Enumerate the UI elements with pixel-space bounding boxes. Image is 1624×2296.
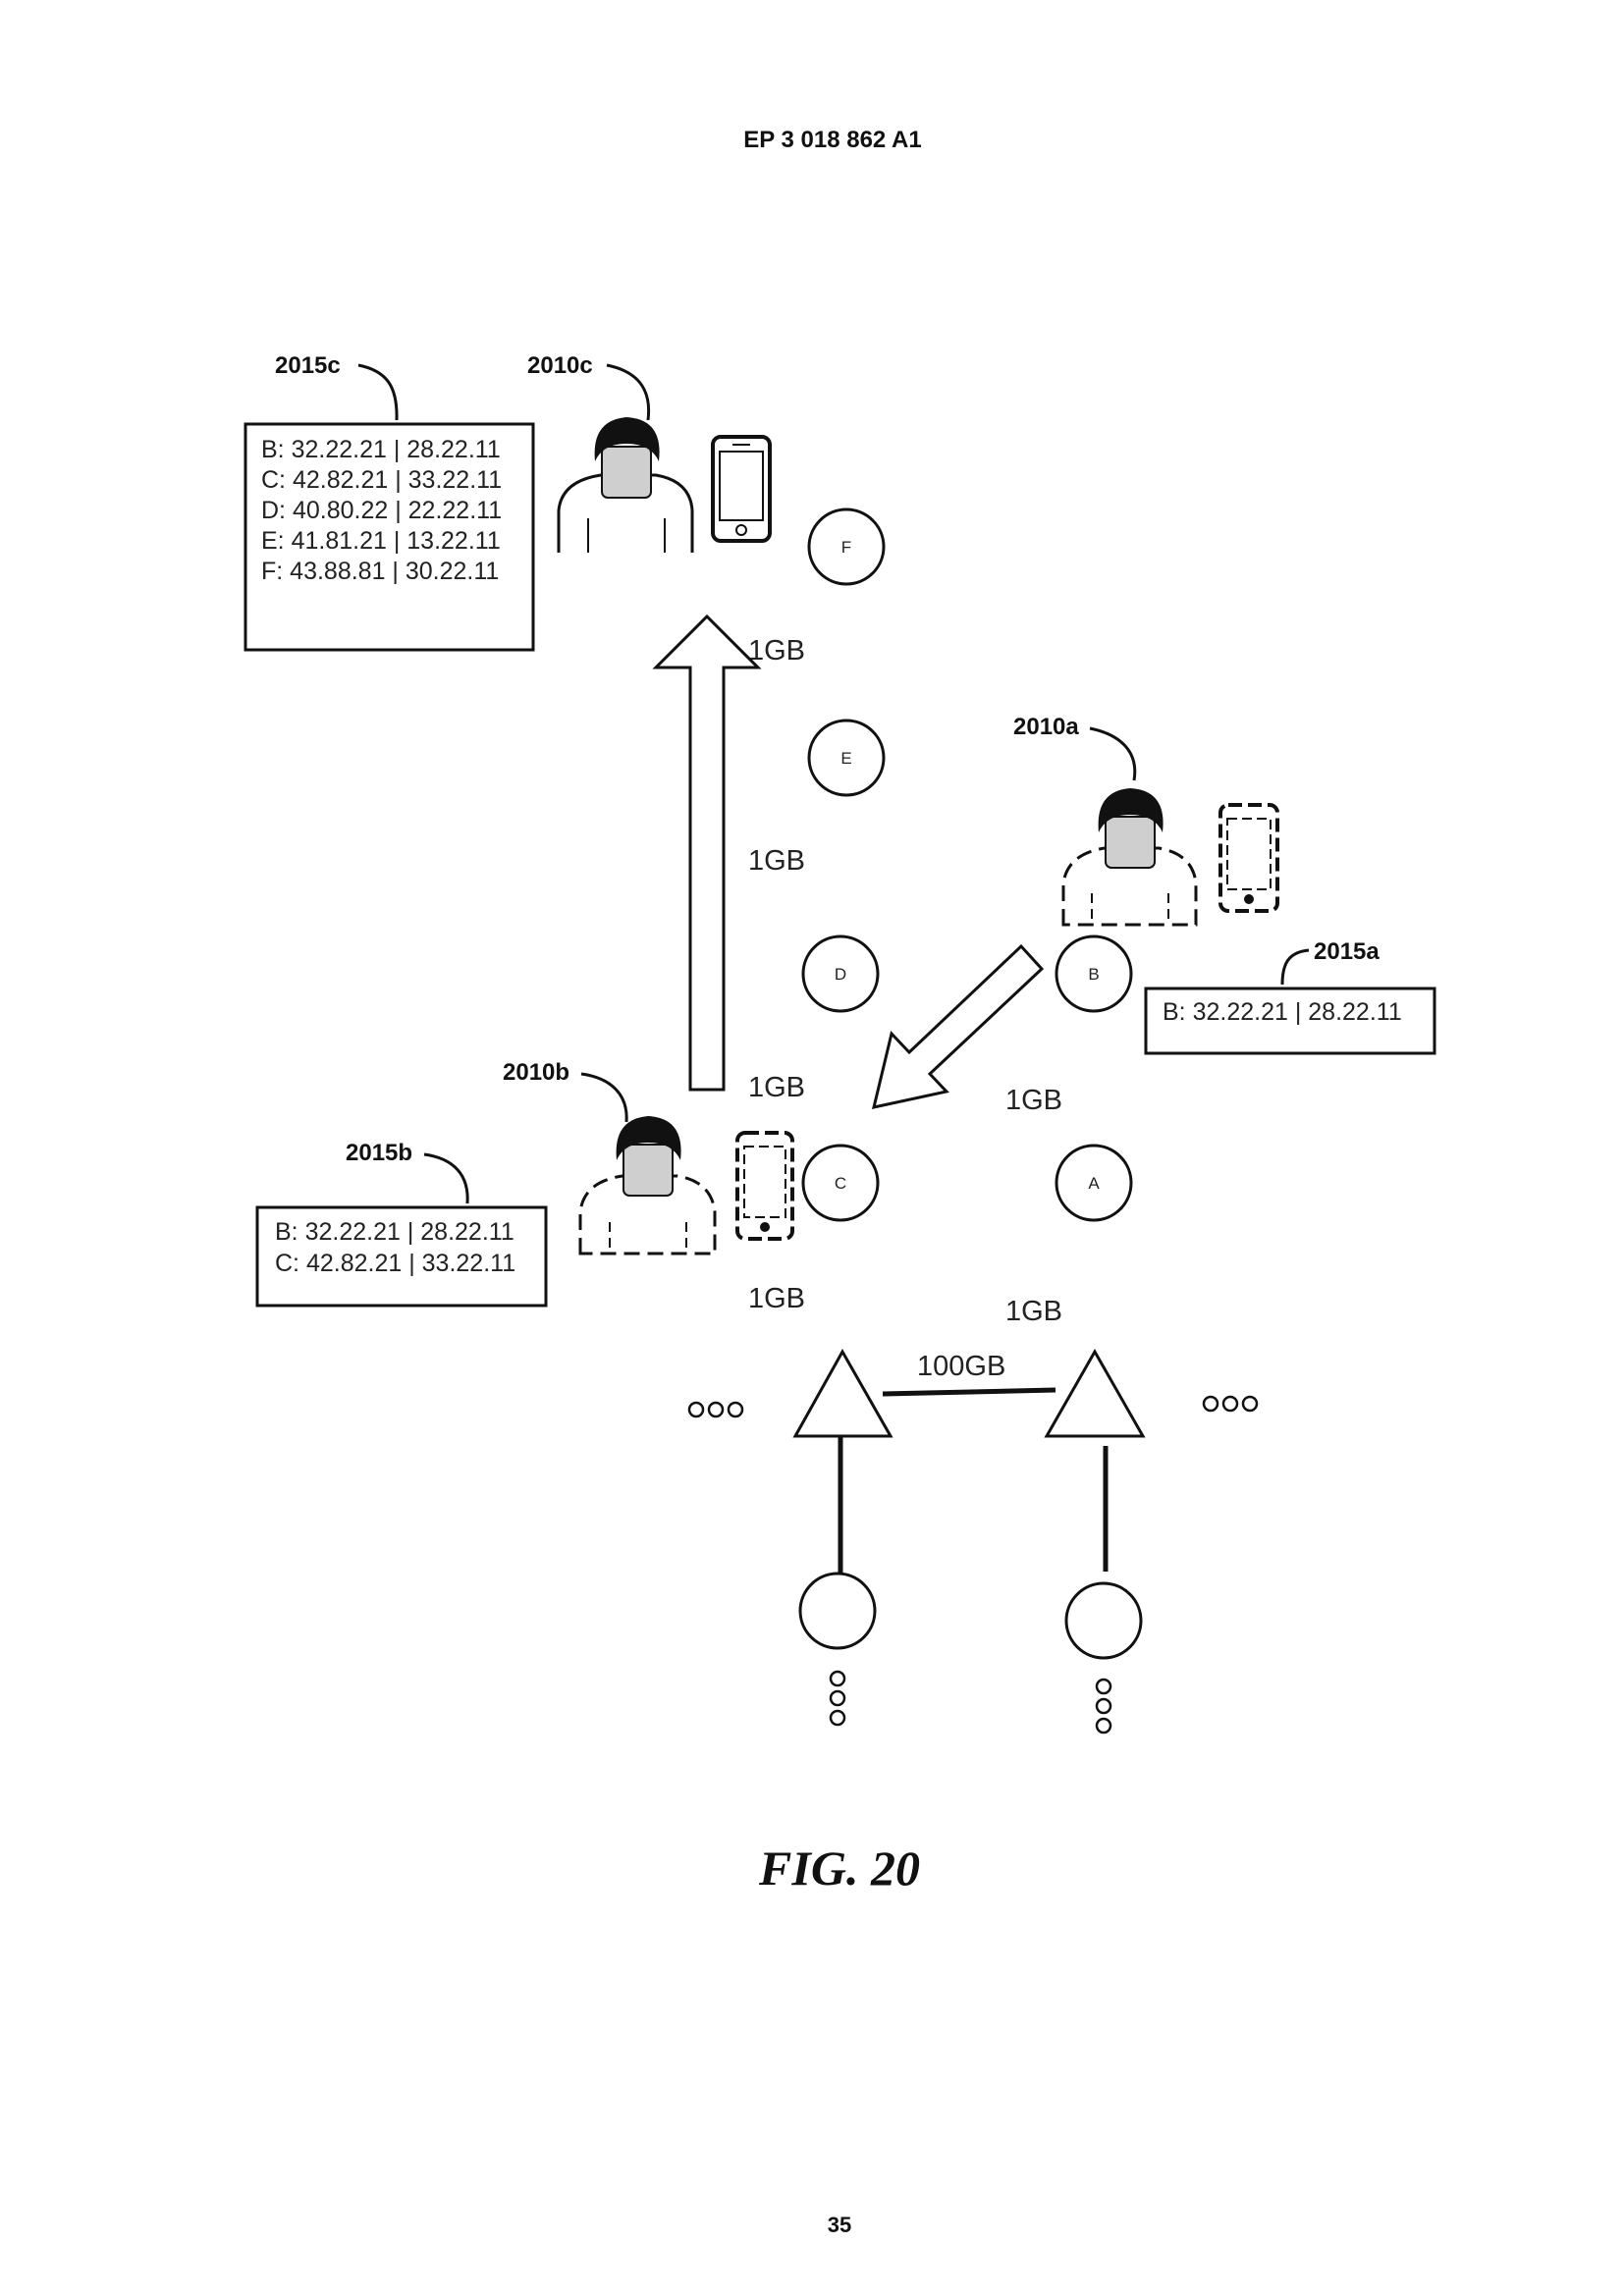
table-2015b-row: B: 32.22.21 | 28.22.11 [275, 1218, 514, 1246]
ref-label-2015b: 2015b [346, 1140, 412, 1166]
ellipsis-right [1202, 1395, 1259, 1413]
table-2015c-row: D: 40.80.22 | 22.22.11 [261, 497, 502, 524]
backbone-link [882, 1387, 1056, 1397]
ref-leader-2010c [606, 363, 651, 421]
ref-label-2010b: 2010b [503, 1059, 569, 1086]
ref-label-2015a: 2015a [1314, 938, 1380, 965]
node-f: F [807, 507, 886, 586]
node-c-label: C [835, 1174, 846, 1193]
table-2015b-row: C: 42.82.21 | 33.22.11 [275, 1250, 515, 1277]
link-label-c-base: 1GB [748, 1283, 805, 1314]
table-2015b [255, 1205, 548, 1308]
node-b-label: B [1088, 965, 1099, 984]
node-d: D [801, 934, 880, 1013]
node-a-label: A [1088, 1174, 1100, 1193]
smartphone-icon-2010a [1218, 803, 1279, 913]
ref-label-2010a: 2010a [1013, 714, 1079, 740]
ellipsis-down-left [829, 1670, 846, 1727]
table-2015a [1144, 987, 1436, 1055]
smartphone-icon-2010b [735, 1131, 794, 1241]
ellipsis-down-right [1095, 1678, 1112, 1735]
node-a: A [1055, 1144, 1133, 1222]
ellipsis-left [687, 1401, 744, 1418]
link-label-a-base: 1GB [1005, 1296, 1062, 1327]
table-2015c-row: C: 42.82.21 | 33.22.11 [261, 466, 502, 494]
ref-leader-2015a [1280, 948, 1310, 986]
link-label-ba: 1GB [1005, 1085, 1062, 1116]
page-number: 35 [828, 2213, 851, 2237]
figure-caption: FIG. 20 [758, 1841, 920, 1896]
user-icon-2010c [557, 417, 694, 553]
link-label-backbone: 100GB [917, 1351, 1005, 1382]
publication-number: EP 3 018 862 A1 [743, 127, 921, 153]
node-e-label: E [840, 749, 851, 768]
node-d-label: D [835, 965, 846, 984]
base-station-left [792, 1348, 893, 1650]
table-2015a-row: B: 32.22.21 | 28.22.11 [1163, 998, 1402, 1026]
link-label-dc: 1GB [748, 1072, 805, 1103]
table-2015c-row: E: 41.81.21 | 13.22.11 [261, 527, 501, 555]
node-f-label: F [841, 538, 851, 557]
node-c: C [801, 1144, 880, 1222]
base-station-right [1044, 1348, 1146, 1660]
table-2015c-rows: B: 32.22.21 | 28.22.11 C: 42.82.21 | 33.… [261, 436, 502, 585]
table-2015c-row: B: 32.22.21 | 28.22.11 [261, 436, 501, 463]
ref-leader-2015c [357, 363, 399, 421]
ref-label-2010c: 2010c [527, 352, 593, 379]
ref-leader-2010b [580, 1072, 628, 1123]
link-label-fe: 1GB [748, 635, 805, 667]
movement-arrow-up [652, 614, 762, 1092]
movement-arrow-diagonal [871, 943, 1045, 1109]
user-icon-2010b [578, 1116, 717, 1255]
ref-leader-2010a [1089, 726, 1137, 781]
ref-leader-2015b [423, 1152, 469, 1204]
link-label-ed: 1GB [748, 845, 805, 877]
node-b: B [1055, 934, 1133, 1013]
user-icon-2010a [1061, 788, 1198, 927]
table-2015c [244, 422, 535, 652]
smartphone-icon-2010c [711, 435, 772, 543]
node-e: E [807, 719, 886, 797]
table-2015c-row: F: 43.88.81 | 30.22.11 [261, 558, 499, 585]
ref-label-2015c: 2015c [275, 352, 341, 379]
